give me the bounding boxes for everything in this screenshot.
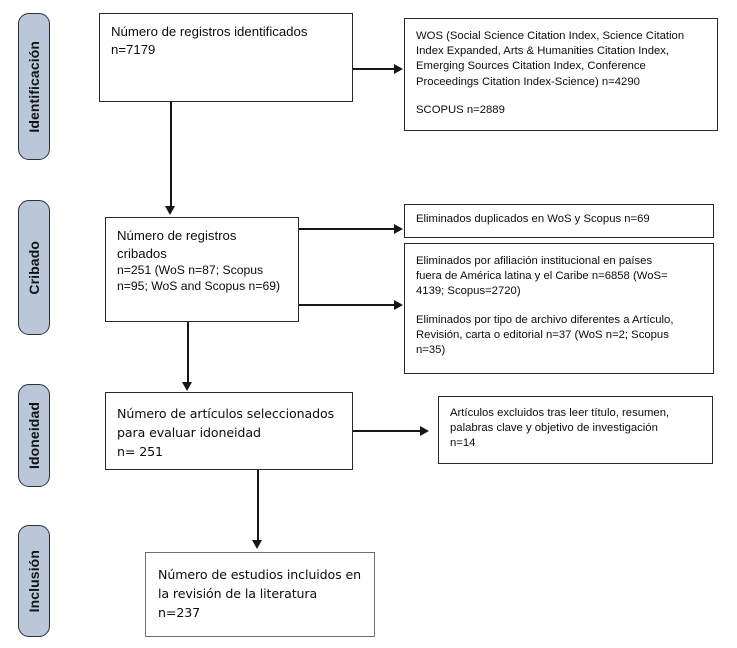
eligibility-articles-line-3: n= 251 [117,444,163,459]
connector-eligibility-to-included [257,470,259,540]
stage-label-cribado: Cribado [26,240,42,295]
removed-affiliation-line-5: Revisión, carta o editorial n=37 (WoS n=… [416,328,669,341]
eligibility-articles-line-2: para evaluar idoneidad [117,425,261,440]
sources-line-1: WOS (Social Science Citation Index, Scie… [416,30,685,42]
removed-duplicates-line-1: Eliminados duplicados en WoS y Scopus n=… [416,213,650,225]
stage-pill-cribado: Cribado [18,200,50,335]
box-screened-records: Número de registros cribados n=251 (WoS … [105,217,299,322]
stage-pill-idoneidad: Idoneidad [18,384,50,487]
sources-line-2: Index Expanded, Arts & Humanities Citati… [416,45,670,58]
excluded-articles-line-1: Artículos excluidos tras leer título, re… [450,407,670,419]
connector-identified-to-screened [170,102,172,206]
removed-affiliation-spacer [416,300,702,313]
arrowhead-screened-to-duplicates [394,223,403,234]
arrowhead-screened-to-affiliation [394,299,403,310]
sources-spacer [416,90,706,103]
sources-line-4: Proceedings Citation Index-Science) n=42… [416,75,640,88]
stage-label-inclusion: Inclusión [26,549,42,613]
removed-affiliation-line-6: n=35) [416,344,446,357]
included-studies-line-2: la revisión de la literatura [158,586,318,601]
identified-records-line-2: n=7179 [111,41,156,57]
excluded-articles-line-3: n=14 [450,437,476,450]
stage-label-identificacion: Identificación [26,40,42,133]
sources-line-3: Emerging Sources Citation Index, Confere… [416,60,646,73]
connector-screened-to-eligibility [187,322,189,382]
sources-line-5: SCOPUS n=2889 [416,103,505,116]
stage-pill-inclusion: Inclusión [18,525,50,637]
box-sources: WOS (Social Science Citation Index, Scie… [404,18,718,131]
screened-records-line-2: cribados [117,245,167,261]
box-excluded-articles: Artículos excluidos tras leer título, re… [438,396,713,464]
identified-records-line-1: Número de registros identificados [111,24,308,39]
arrowhead-identified-to-screened [165,206,176,215]
screened-records-line-1: Número de registros [117,228,237,243]
arrowhead-identified-to-sources [394,63,403,74]
arrowhead-eligibility-to-included [252,540,263,549]
box-included-studies: Número de estudios incluidos en la revis… [145,552,375,637]
box-identified-records: Número de registros identificados n=7179 [99,13,353,102]
connector-screened-to-duplicates [299,228,397,230]
removed-affiliation-line-4: Eliminados por tipo de archivo diferente… [416,313,674,326]
screened-records-line-4: n=95; WoS and Scopus n=69) [117,279,281,294]
removed-affiliation-line-3: 4139; Scopus=2720) [416,285,521,298]
included-studies-line-3: n=237 [158,605,201,620]
connector-identified-to-sources [353,68,397,70]
arrowhead-screened-to-eligibility [182,382,193,391]
box-removed-duplicates: Eliminados duplicados en WoS y Scopus n=… [404,204,714,238]
connector-screened-to-affiliation [299,304,397,306]
stage-label-idoneidad: Idoneidad [26,401,42,469]
eligibility-articles-line-1: Número de artículos seleccionados [117,406,335,421]
removed-affiliation-line-2: fuera de América latina y el Caribe n=68… [416,270,668,283]
arrowhead-eligibility-to-excluded [420,425,429,436]
screened-records-line-3: n=251 (WoS n=87; Scopus [117,263,264,277]
box-removed-affiliation: Eliminados por afiliación institucional … [404,243,714,374]
removed-affiliation-line-1: Eliminados por afiliación institucional … [416,255,653,267]
box-eligibility-articles: Número de artículos seleccionados para e… [105,392,353,470]
excluded-articles-line-2: palabras clave y objetivo de investigaci… [450,422,658,435]
connector-eligibility-to-excluded [353,430,423,432]
included-studies-line-1: Número de estudios incluidos en [158,567,362,582]
stage-pill-identificacion: Identificación [18,13,50,160]
